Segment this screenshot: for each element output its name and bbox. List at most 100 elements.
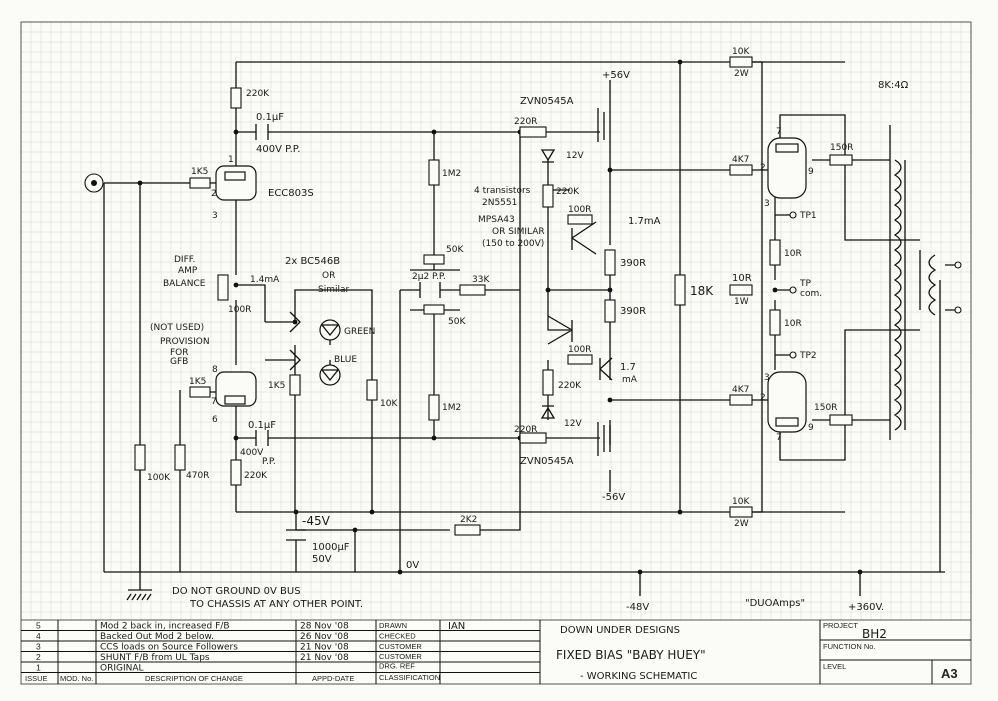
- resistor-470r: [174, 444, 186, 471]
- label-tp1: TP1: [799, 211, 817, 221]
- resistor-1k5-top: [189, 177, 211, 189]
- label-220r-top: 220R: [514, 117, 537, 127]
- tube-top-anode: [224, 171, 246, 181]
- label-1m2-bottom: 1M2: [442, 403, 461, 413]
- tb-col-mod: MOD. No.: [60, 674, 93, 683]
- terminals: [84, 173, 797, 359]
- label-0v: 0V: [406, 560, 419, 571]
- transistor-q2: [547, 315, 573, 345]
- resistor-10r-a: [769, 239, 781, 266]
- resistor-220k-mid: [542, 184, 554, 208]
- label-10k-2w-bottom: 10K: [732, 497, 750, 507]
- resistor-1m2-top: [428, 159, 440, 186]
- mosfet-bottom: [597, 422, 611, 456]
- revision-description: Backed Out Mod 2 below.: [100, 632, 214, 642]
- revision-date: 21 Nov '08: [300, 643, 349, 653]
- label-220k-lower: 220K: [558, 381, 582, 391]
- label-10k-2w-top: 10K: [732, 47, 750, 57]
- label-led-green: GREEN: [344, 327, 375, 337]
- transistor-q3: [599, 357, 613, 381]
- label-zener-bottom: 12V: [564, 419, 582, 429]
- resistor-150r-top: [829, 154, 853, 166]
- tp1-terminal: [789, 211, 797, 219]
- label-c-bottom-rating2: P.P.: [262, 457, 276, 467]
- label-50k-top: 50K: [446, 245, 464, 255]
- revision-date: 26 Nov '08: [300, 632, 349, 642]
- label-4k7-bottom: 4K7: [732, 385, 749, 395]
- duo-amps-note: "DUOAmps": [745, 598, 805, 609]
- zener-top: [540, 149, 556, 163]
- capacitor-1000uf: [286, 529, 306, 541]
- resistor-390r-bottom: [604, 299, 616, 323]
- resistor-150r-bottom: [829, 414, 853, 426]
- revision-description: Mod 2 back in, increased F/B: [100, 622, 230, 632]
- label-pin-8: 8: [212, 365, 218, 375]
- junctions: [137, 59, 863, 575]
- label-mpsa43: MPSA43: [478, 215, 515, 225]
- capacitor-2u2: [419, 282, 441, 298]
- resistor-100k: [134, 444, 146, 471]
- label-tp-com2: com.: [800, 289, 822, 299]
- label-1k5-mid: 1K5: [268, 381, 285, 391]
- transistor-q1: [571, 221, 597, 255]
- label-1m2-top: 1M2: [442, 169, 461, 179]
- wiring: [103, 61, 955, 601]
- label-cap-big-value: 1000µF: [312, 542, 350, 553]
- label-current-bottom: 1.7: [620, 362, 636, 373]
- resistor-220r-top: [519, 126, 547, 138]
- label-c-top-rating: 400V P.P.: [256, 144, 300, 155]
- label-plus56v: +56V: [602, 70, 630, 81]
- revision-issue: 5: [36, 621, 41, 631]
- resistor-220k-top: [230, 87, 242, 109]
- resistor-10r-c: [769, 309, 781, 336]
- label-100k: 100K: [147, 473, 171, 483]
- label-zvn-top: ZVN0545A: [520, 96, 574, 107]
- label-2n5551: 2N5551: [482, 198, 517, 208]
- label-390r-top: 390R: [620, 258, 646, 269]
- label-4k7-top: 4K7: [732, 155, 749, 165]
- label-transformer-ratio: 8K:4Ω: [878, 80, 909, 91]
- resistor-100r-top: [567, 214, 593, 225]
- revision-issue: 3: [36, 642, 41, 652]
- label-c-top-value: 0.1µF: [256, 112, 284, 123]
- label-or-similar: OR: [322, 271, 335, 281]
- revision-date: 21 Nov '08: [300, 653, 349, 663]
- revision-issue: 2: [36, 652, 41, 662]
- tb-level-label: LEVEL: [823, 662, 846, 671]
- label-390r-bottom: 390R: [620, 306, 646, 317]
- label-10k-left: 10K: [380, 399, 398, 409]
- revision-row: 3 CCS loads on Source Followers 21 Nov '08: [36, 642, 349, 653]
- label-minus45v: -45V: [302, 514, 331, 528]
- ground-note-line2: TO CHASSIS AT ANY OTHER POINT.: [189, 599, 363, 610]
- tb-classification-label: CLASSIFICATION: [379, 673, 440, 682]
- label-pin-7-top: 7: [776, 127, 782, 137]
- label-220k-mid: 220K: [556, 187, 580, 197]
- resistor-10k-2w-bottom: [729, 506, 753, 518]
- label-150r-bottom: 150R: [814, 403, 837, 413]
- label-diff: DIFF.: [174, 255, 195, 265]
- label-pin-7-bottom: 7: [776, 433, 782, 443]
- label-pin-3-bottom: 3: [764, 373, 770, 383]
- label-10r-a: 10R: [784, 249, 802, 259]
- tb-title-line1: FIXED BIAS "BABY HUEY": [556, 648, 706, 662]
- tb-customer-drg-label2: DRG. REF: [379, 662, 415, 671]
- label-2u2: 2µ2 P.P.: [412, 272, 446, 282]
- label-150r-top: 150R: [830, 143, 853, 153]
- tb-company: DOWN UNDER DESIGNS: [560, 625, 680, 636]
- resistor-2k2: [454, 524, 481, 536]
- label-220r-bottom: 220R: [514, 425, 537, 435]
- label-similar: Similar: [318, 285, 349, 295]
- label-current-top: 1.7mA: [628, 216, 661, 227]
- zener-bottom: [540, 405, 556, 419]
- tp2-terminal: [789, 351, 797, 359]
- resistor-390r-top: [604, 249, 616, 276]
- resistor-1m2-bottom: [428, 394, 440, 421]
- label-amp: AMP: [178, 266, 198, 276]
- revision-description: CCS loads on Source Followers: [100, 643, 238, 653]
- led-blue: [319, 364, 341, 386]
- label-not-used: (NOT USED): [150, 323, 204, 333]
- label-pin-7-left: 7: [211, 397, 217, 407]
